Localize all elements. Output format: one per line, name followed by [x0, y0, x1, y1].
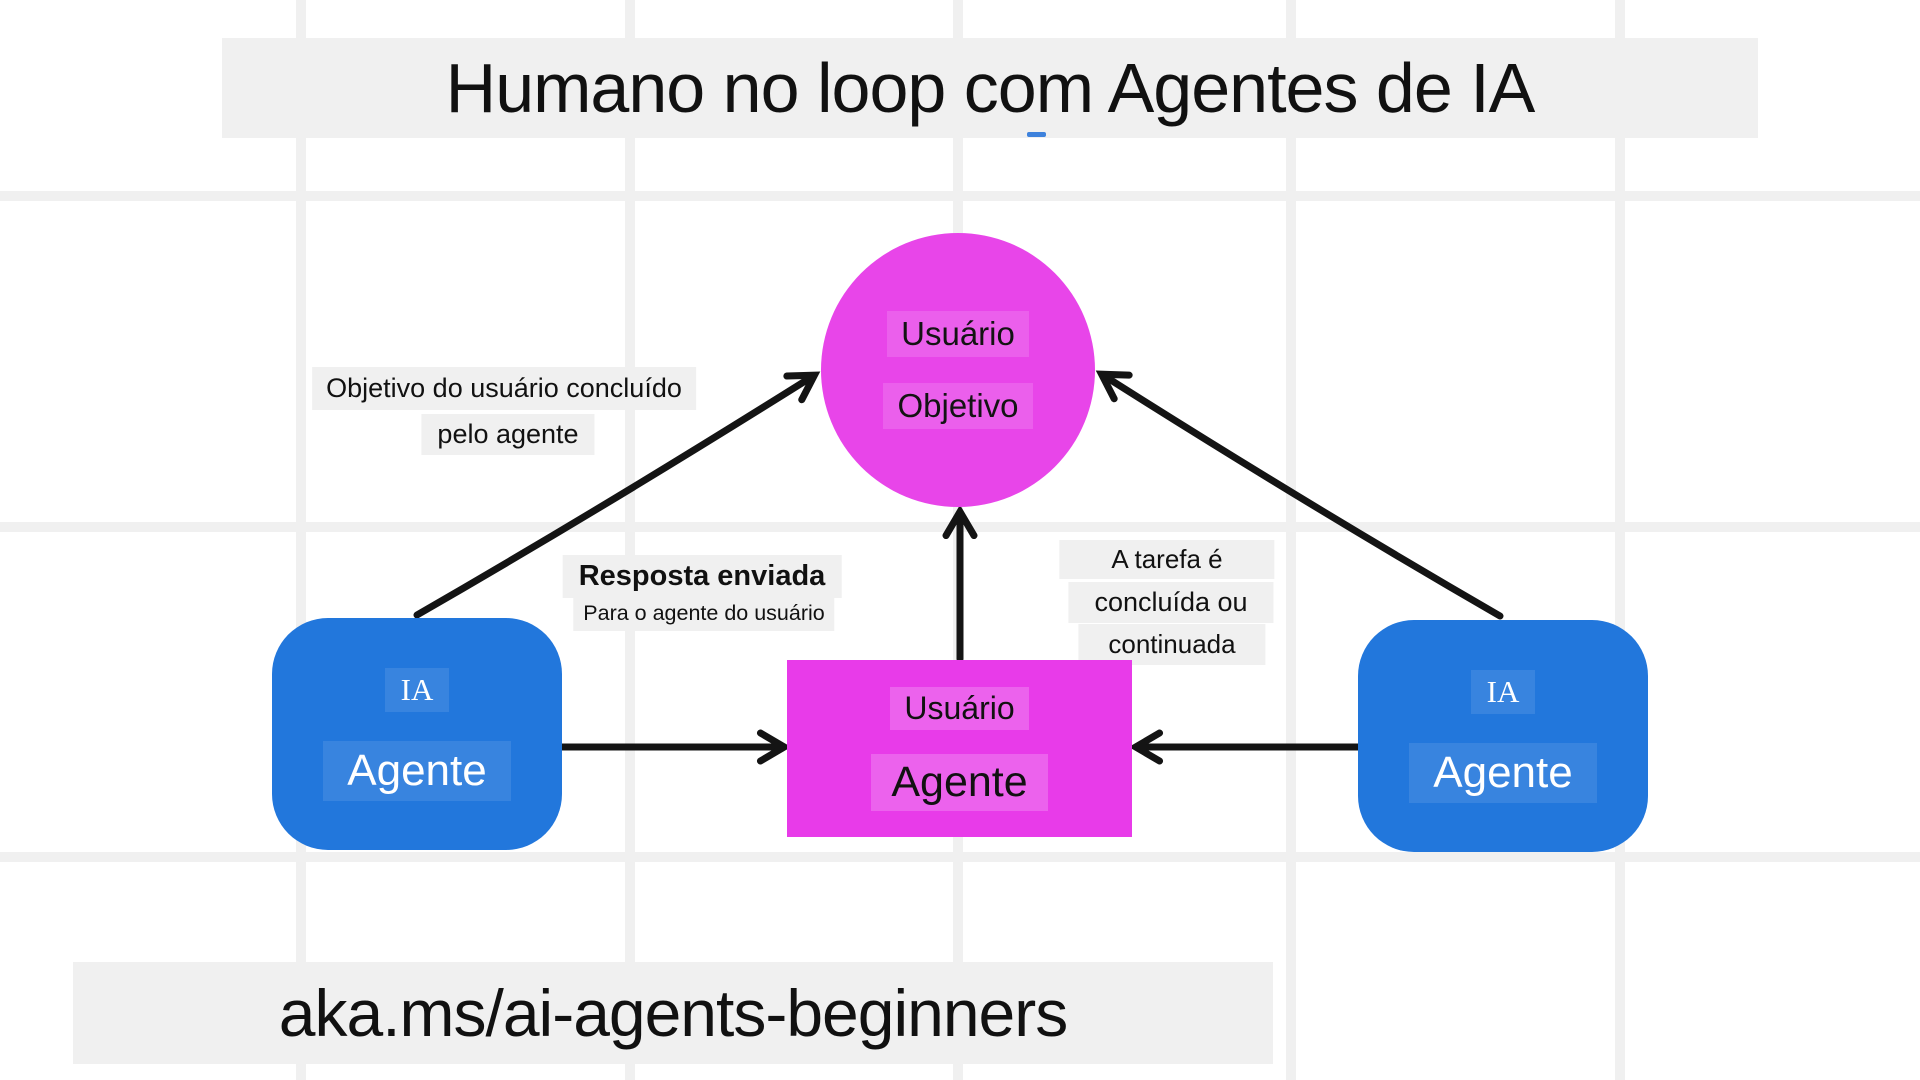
ai-agent-left-label-ia: IA [384, 667, 450, 712]
node-ai-agent-right: IA Agente [1358, 620, 1648, 852]
diagram-title-text: Humano no loop com Agentes de IA [445, 49, 1536, 127]
annotation-goal-completed-line1: Objetivo do usuário concluído [312, 367, 696, 410]
user-agent-label-usuario: Usuário [890, 686, 1029, 730]
node-user-goal: Usuário Objetivo [821, 233, 1095, 507]
grid-line-vertical [1615, 0, 1625, 1080]
diagram-title: Humano no loop com Agentes de IA [222, 38, 1758, 138]
annotation-task-status-line1: A tarefa é [1059, 540, 1275, 579]
grid-line-vertical [625, 0, 635, 1080]
annotation-task-status-line3: continuada [1078, 624, 1266, 665]
ai-agent-left-label-agente: Agente [323, 740, 511, 801]
node-user-agent: Usuário Agente [787, 660, 1132, 837]
footer-link-text: aka.ms/ai-agents-beginners [278, 976, 1068, 1050]
annotation-task-status-line2: concluída ou [1068, 582, 1274, 623]
arrow-left-agent-to-goal [413, 371, 821, 619]
annotation-goal-completed-line2: pelo agente [421, 414, 595, 455]
grid-line-horizontal [0, 852, 1920, 862]
user-agent-label-agente: Agente [871, 753, 1048, 811]
footer-link-band: aka.ms/ai-agents-beginners [73, 962, 1273, 1064]
user-goal-label-usuario: Usuário [887, 311, 1029, 357]
node-ai-agent-left: IA Agente [272, 618, 562, 850]
grid-line-vertical [1286, 0, 1296, 1080]
grid-line-vertical [296, 0, 306, 1080]
blue-underline-mark [1027, 132, 1046, 137]
ai-agent-right-label-agente: Agente [1409, 742, 1597, 803]
user-goal-label-objetivo: Objetivo [883, 383, 1033, 429]
arrow-right-agent-to-goal [1095, 370, 1504, 620]
grid-line-horizontal [0, 191, 1920, 201]
annotation-response-sent-line1: Resposta enviada [562, 555, 842, 598]
ai-agent-right-label-ia: IA [1470, 669, 1536, 714]
annotation-response-sent-line2: Para o agente do usuário [573, 596, 835, 631]
